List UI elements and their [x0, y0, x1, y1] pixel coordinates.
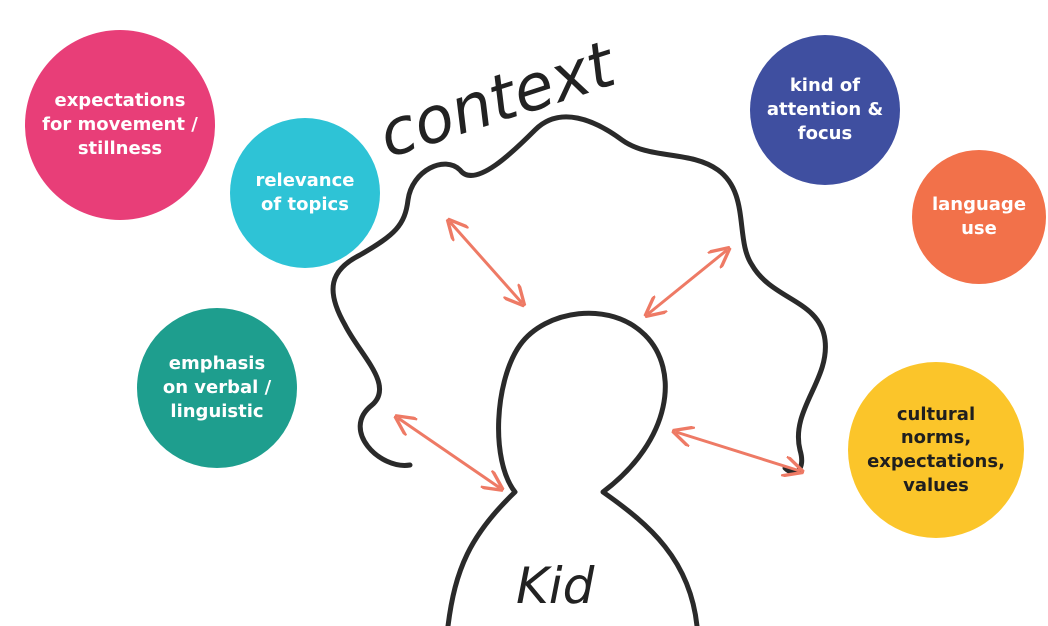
- bubble-movement-text: expectations for movement / stillness: [42, 90, 198, 159]
- bubble-verbal-linguistic: emphasis on verbal / linguistic: [137, 308, 297, 468]
- bubble-language-text: language use: [931, 194, 1027, 239]
- context-boundary: [330, 114, 828, 475]
- bubble-movement-stillness: expectations for movement / stillness: [25, 30, 215, 220]
- bubble-relevance-of-topics: relevance of topics: [230, 118, 380, 268]
- bubble-cultural-norms: cultural norms, expectations, values: [848, 362, 1024, 538]
- context-label: context: [370, 27, 626, 173]
- arrow-relevance: [450, 222, 522, 303]
- bubble-attention-focus: kind of attention & focus: [750, 35, 900, 185]
- kid-silhouette: [445, 310, 700, 626]
- arrow-attention: [648, 250, 727, 314]
- bubble-verbal-text: emphasis on verbal / linguistic: [162, 353, 272, 422]
- bubble-relevance-text: relevance of topics: [255, 170, 355, 215]
- arrow-verbal: [398, 418, 500, 488]
- bubble-attention-text: kind of attention & focus: [766, 75, 884, 144]
- bubble-cultural-text: cultural norms, expectations, values: [867, 403, 1005, 496]
- arrow-cultural: [676, 432, 800, 471]
- kid-label: Kid: [516, 557, 595, 615]
- bubble-language-use: language use: [912, 150, 1046, 284]
